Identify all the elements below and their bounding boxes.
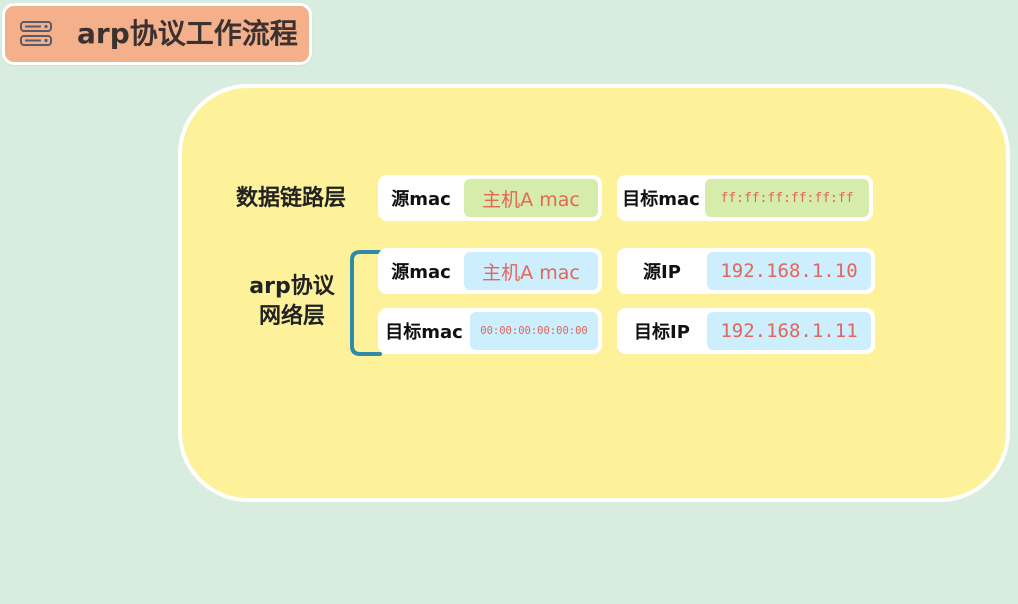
arp-label-line2: 网络层 <box>258 304 325 329</box>
arp-src-mac-field: 源mac 主机A mac <box>378 248 602 294</box>
arp-layer-label: arp协议 网络层 <box>240 272 344 332</box>
datalink-src-mac-value: 主机A mac <box>464 179 598 217</box>
server-stack-icon <box>20 21 52 46</box>
datalink-src-mac-field: 源mac 主机A mac <box>378 175 602 221</box>
arp-dst-mac-field: 目标mac 00:00:00:00:00:00 <box>378 308 602 354</box>
title-badge: arp协议工作流程 <box>2 3 312 65</box>
arp-dst-ip-field: 目标IP 192.168.1.11 <box>617 308 875 354</box>
arp-src-mac-value: 主机A mac <box>464 252 598 290</box>
arp-dst-mac-value: 00:00:00:00:00:00 <box>470 312 598 350</box>
arp-src-ip-key: 源IP <box>643 262 681 283</box>
datalink-layer-label: 数据链路层 <box>236 186 347 211</box>
arp-label-line1: arp协议 <box>249 274 335 299</box>
datalink-dst-mac-field: 目标mac ff:ff:ff:ff:ff:ff <box>617 175 873 221</box>
arp-dst-mac-key: 目标mac <box>385 322 463 343</box>
arp-dst-ip-value: 192.168.1.11 <box>707 312 871 350</box>
arp-bracket <box>350 250 382 356</box>
datalink-dst-mac-value: ff:ff:ff:ff:ff:ff <box>705 179 869 217</box>
arp-dst-ip-key: 目标IP <box>634 322 690 343</box>
page-title: arp协议工作流程 <box>77 17 298 50</box>
datalink-dst-mac-key: 目标mac <box>622 189 700 210</box>
arp-src-mac-key: 源mac <box>391 262 451 283</box>
arp-src-ip-value: 192.168.1.10 <box>707 252 871 290</box>
datalink-src-mac-key: 源mac <box>391 189 451 210</box>
arp-src-ip-field: 源IP 192.168.1.10 <box>617 248 875 294</box>
